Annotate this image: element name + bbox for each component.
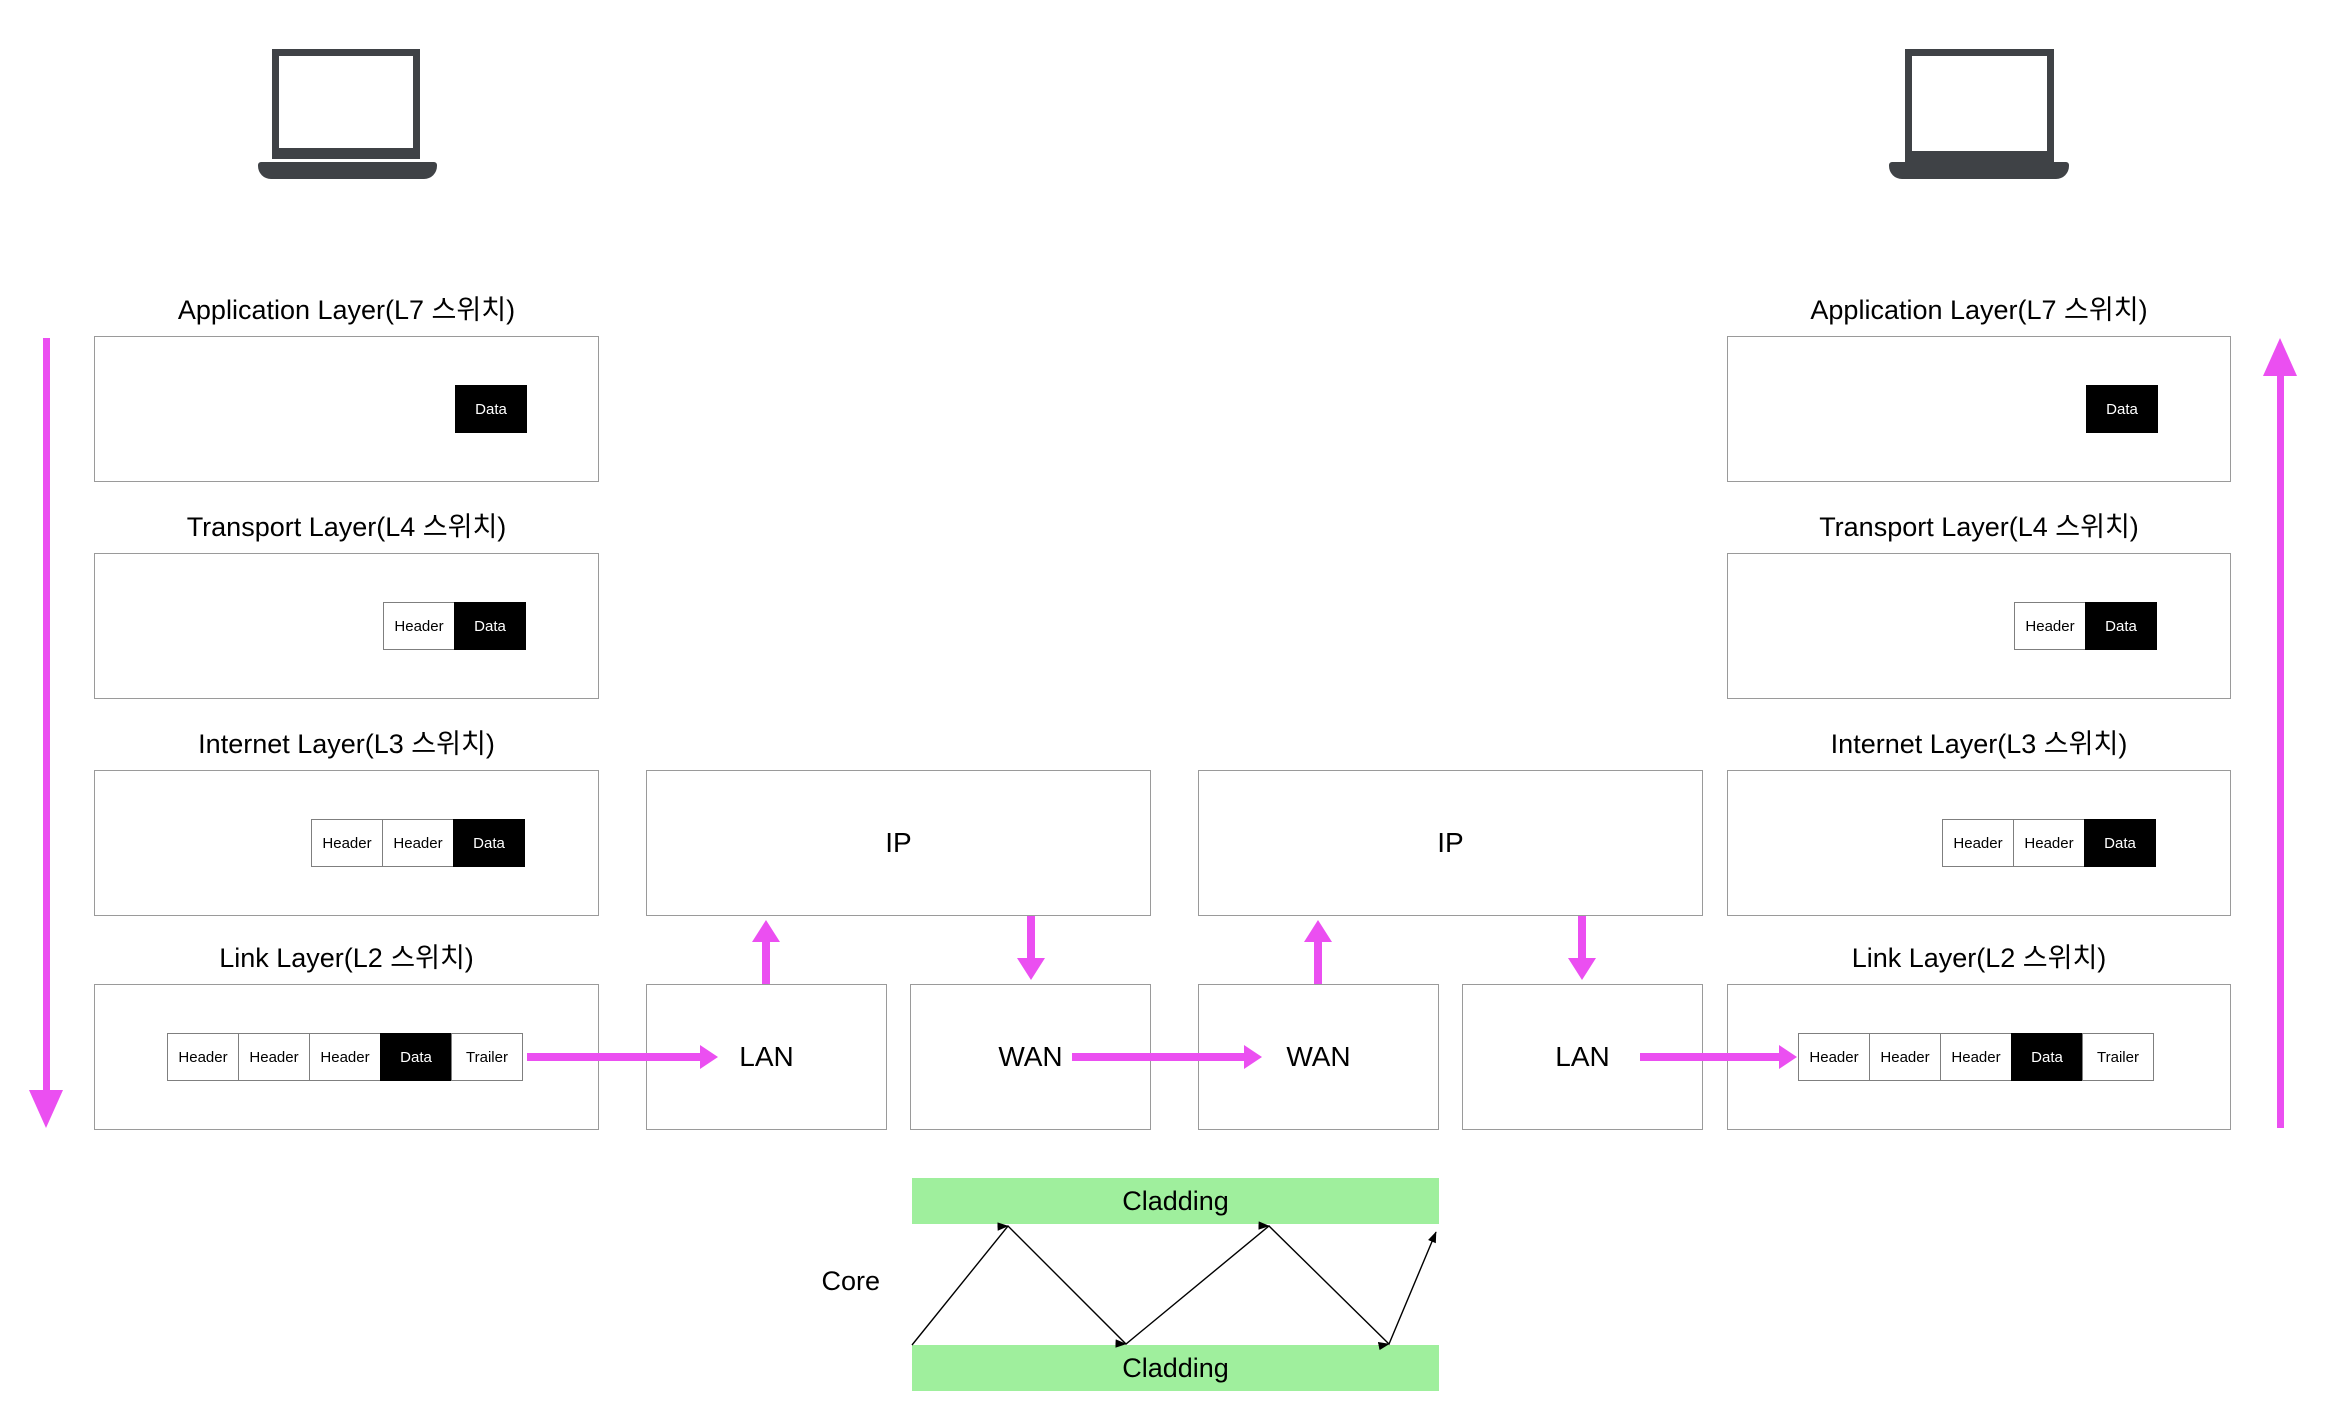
data-cell: Data [2086, 385, 2158, 433]
trailer-cell: Trailer [451, 1033, 523, 1081]
core-label: Core [821, 1266, 880, 1296]
header-cell: Header [1942, 819, 2014, 867]
laptop-base [1889, 162, 2069, 179]
header-cell: Header [2014, 602, 2086, 650]
ip-box-right: IP [1198, 770, 1703, 916]
data-cell: Data [2084, 819, 2156, 867]
cladding-top-bar: Cladding [912, 1178, 1439, 1224]
cladding-bottom-bar: Cladding [912, 1345, 1439, 1391]
trailer-cell: Trailer [2082, 1033, 2154, 1081]
right-application-segment: Data [2086, 385, 2158, 433]
right-link-segment: Header Header Header Data Trailer [1798, 1033, 2154, 1081]
left-transport-segment: Header Data [383, 602, 526, 650]
header-cell: Header [382, 819, 454, 867]
header-cell: Header [309, 1033, 381, 1081]
right-internet-layer-label: Internet Layer(L3 스위치) [1830, 729, 2128, 759]
ip-box-left: IP [646, 770, 1151, 916]
header-cell: Header [1940, 1033, 2012, 1081]
left-link-layer-label: Link Layer(L2 스위치) [219, 943, 474, 973]
header-cell: Header [238, 1033, 310, 1081]
left-internet-layer-label: Internet Layer(L3 스위치) [198, 729, 495, 759]
data-cell: Data [453, 819, 525, 867]
right-internet-segment: Header Header Data [1942, 819, 2156, 867]
data-cell: Data [2011, 1033, 2083, 1081]
light-ray-zigzag [911, 1221, 1437, 1351]
header-cell: Header [1798, 1033, 1870, 1081]
right-transport-layer-label: Transport Layer(L4 스위치) [1819, 512, 2139, 542]
data-cell: Data [2085, 602, 2157, 650]
right-application-layer-label: Application Layer(L7 스위치) [1810, 295, 2148, 325]
left-application-layer-label: Application Layer(L7 스위치) [177, 295, 516, 325]
left-link-segment: Header Header Header Data Trailer [167, 1033, 523, 1081]
left-internet-segment: Header Header Data [311, 819, 525, 867]
right-link-layer-label: Link Layer(L2 스위치) [1851, 943, 2107, 973]
laptop-screen [1905, 49, 2054, 162]
right-transport-segment: Header Data [2014, 602, 2157, 650]
header-cell: Header [1869, 1033, 1941, 1081]
header-cell: Header [383, 602, 455, 650]
laptop-screen [272, 49, 420, 159]
data-cell: Data [454, 602, 526, 650]
header-cell: Header [2013, 819, 2085, 867]
header-cell: Header [167, 1033, 239, 1081]
left-transport-layer-label: Transport Layer(L4 스위치) [186, 512, 507, 542]
data-cell: Data [380, 1033, 452, 1081]
left-application-segment: Data [455, 385, 527, 433]
laptop-base [258, 162, 437, 179]
data-cell: Data [455, 385, 527, 433]
header-cell: Header [311, 819, 383, 867]
